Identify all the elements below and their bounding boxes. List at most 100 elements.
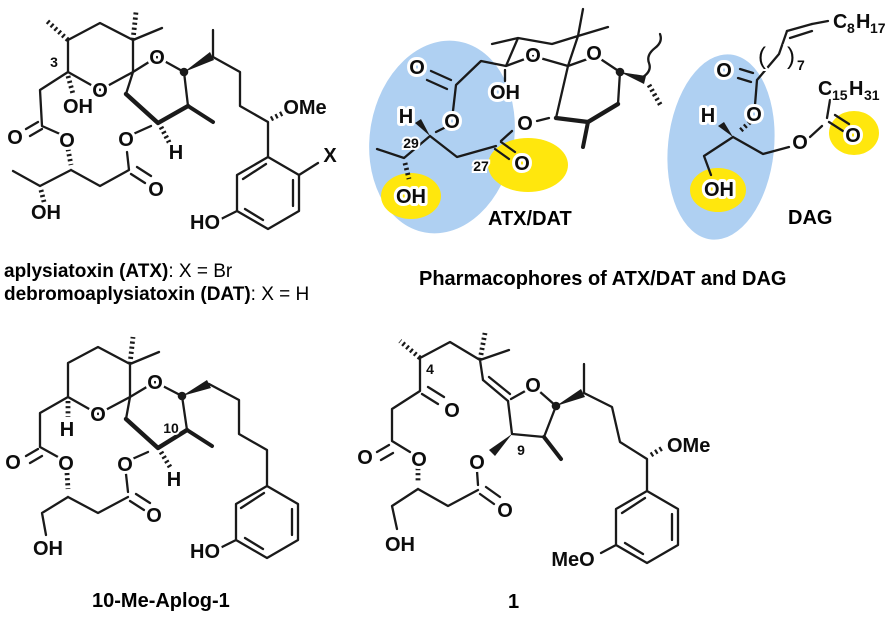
highlighted-hydroxyl-label: OH [704,179,734,201]
skeleton-bonds [38,345,300,560]
wedge-bond-oxygen [489,434,512,456]
carbonyl-oxygen-label: O [146,505,162,527]
skeleton-bonds [702,19,832,177]
ring-oxygen-label: O [525,45,541,67]
carbonyl-oxygen-label: O [148,179,164,201]
methoxy-label: OMe [667,435,710,457]
ring-oxygen-label: O [147,372,163,394]
ketone-oxygen-label: O [444,400,460,422]
carbonyl-oxygen-label: O [716,60,732,82]
wedge-bond-sidechain [620,72,646,84]
caption-dat-substituent: : X = H [250,284,310,305]
skeleton-bonds [375,7,622,160]
label-atx-dat: ATX/DAT [488,208,572,230]
bold-ring-bonds [123,91,191,126]
double-bonds [24,447,294,551]
wedge-bond [182,380,211,396]
locant-27: 27 [473,158,489,174]
bold-ring-bonds [553,101,621,125]
formula-c15h31-15: 15 [832,87,848,103]
formula-c8h17-8: 8 [847,20,855,36]
hydrogen-label: H [701,105,715,127]
formula-c15h31-31: 31 [864,87,880,103]
label-compound-1: 1 [508,591,520,613]
skeleton-bonds [11,21,320,231]
phenol-label: HO [190,541,220,563]
stereocenter-dot [177,391,187,401]
highlighted-oxygen-label: O [845,125,861,147]
ring-oxygen-label: O [149,47,165,69]
ester-oxygen-label: O [517,113,533,135]
hydrogen-label: H [169,142,183,164]
hydroxyl-label: OH [31,202,61,224]
hydroxyl-label: OH [63,96,93,118]
double-bonds [736,22,851,133]
formula-c15h31-h: H [849,78,863,100]
yellow-highlight-oh [690,168,746,212]
double-bonds [24,120,295,222]
hydroxyl-label: OH [490,82,520,104]
bold-ring-bonds [123,416,190,451]
formula-c8h17-h: H [856,11,870,33]
ring-oxygen-label: O [92,80,108,102]
ring-oxygen-label: O [586,43,602,65]
skeleton-bonds [390,340,680,565]
wedge-bond-h [718,122,733,137]
ester-oxygen-label: O [469,452,485,474]
hydrogen-label: H [60,419,74,441]
hydroxyl-label: OH [385,534,415,556]
carbonyl-oxygen-label: O [409,57,425,79]
yellow-highlight-carbonyl [829,111,879,155]
truncation-squiggle [641,32,662,79]
bold-methyl-bond [185,428,214,448]
carbonyl-oxygen-label: O [5,452,21,474]
hashed-bonds [398,332,666,483]
caption-atx-name: aplysiatoxin (ATX) [4,261,169,282]
highlighted-oxygen-label: O [514,153,530,175]
methoxy-label: OMe [283,97,326,119]
structure-aplysiatoxin: 3 O O OH O O OH O O H OMe X HO [4,11,340,237]
subscript-7: 7 [797,57,805,73]
hydrogen-label: H [399,106,413,128]
formula-c8h17-17: 17 [870,20,886,36]
bold-methyl-bond [542,435,563,461]
structure-atx-dat-pharmacophore: O O OH O O H 29 OH 27 O O [369,7,664,234]
caption-dat-line: debromoaplysiatoxin (DAT): X = H [4,283,309,306]
ester-oxygen-label: O [118,129,134,151]
wedge-bond-h [415,119,430,136]
ester-oxygen-label: O [444,111,460,133]
hashed-bonds [738,120,752,133]
bold-methyl-bond [581,120,590,149]
wedge-bond [184,52,214,72]
structure-dag-pharmacophore: O O H OH O O ( ) 7 C 8 H 17 C 15 H 31 [667,9,888,240]
locant-4: 4 [426,361,434,377]
hashed-bonds [402,83,664,180]
label-dag: DAG [788,207,833,229]
phenol-label: HO [190,212,220,234]
x-substituent-label: X [323,145,337,167]
formula-c15h31-c: C [818,78,832,100]
locant-10: 10 [163,420,179,436]
yellow-highlight-oh [381,173,441,219]
ester-oxygen-label: O [58,453,74,475]
double-bonds [375,375,674,556]
highlighted-hydroxyl-label: OH [396,186,426,208]
methoxy-label: MeO [551,549,594,571]
caption-atx-dat-definitions: aplysiatoxin (ATX): X = Br debromoaplysi… [4,260,309,306]
yellow-highlight-carbonyl [488,138,568,192]
caption-dat-name: debromoaplysiatoxin (DAT) [4,284,251,305]
paren-open: ( [758,43,766,70]
ester-oxygen-label: O [792,132,808,154]
structure-compound-1: 4 O O O OH O O O 9 OMe MeO [354,332,713,574]
label-10-me-aplog-1: 10-Me-Aplog-1 [92,590,230,612]
caption-atx-substituent: : X = Br [168,261,233,282]
stereocenter-dot [551,401,561,411]
ring-oxygen-label: O [90,404,106,426]
double-bonds [425,69,517,161]
formula-c8h17-c: C [833,11,847,33]
locant-3: 3 [50,54,58,70]
stereocenter-dot [615,67,625,77]
ester-oxygen-label: O [59,130,75,152]
stereocenter-dot [179,67,189,77]
bold-methyl-bond [186,104,215,124]
